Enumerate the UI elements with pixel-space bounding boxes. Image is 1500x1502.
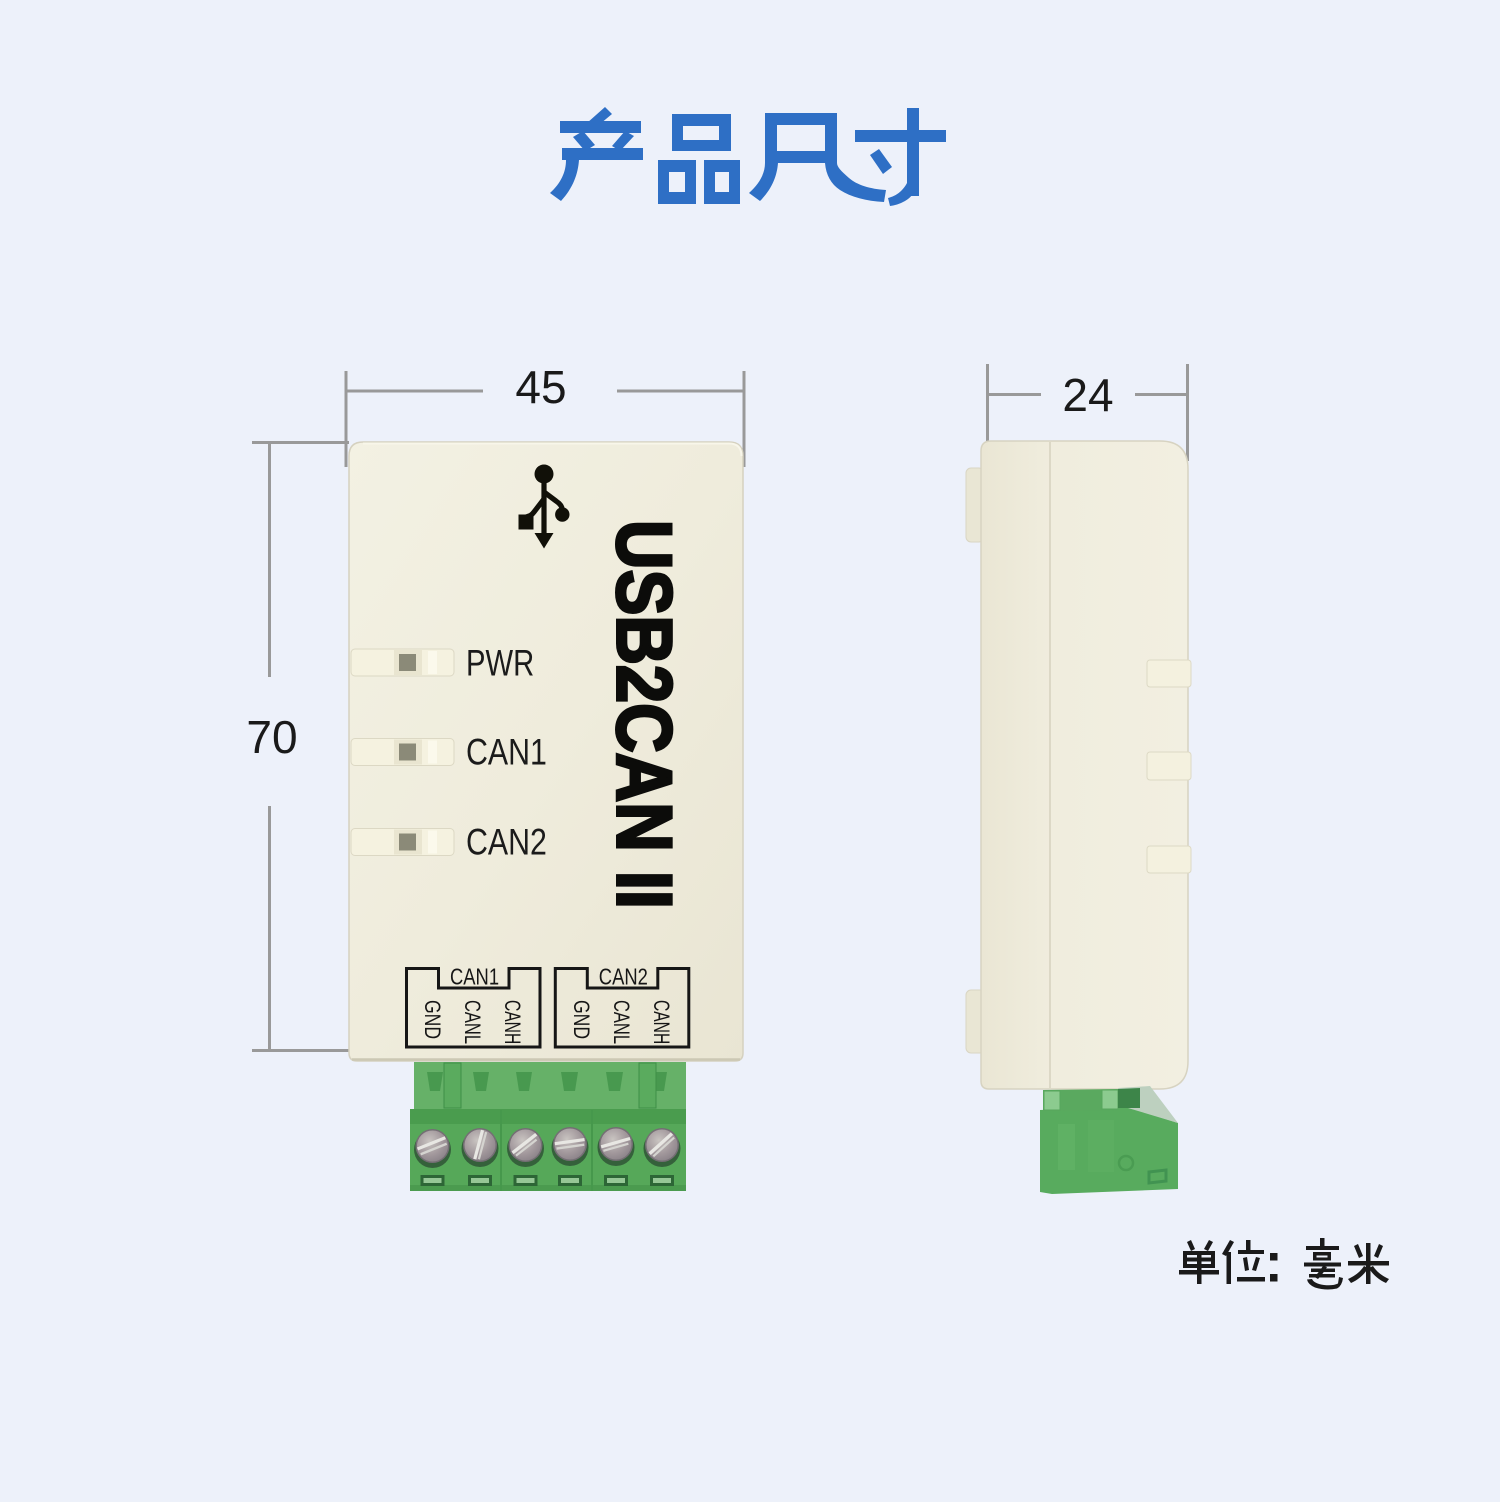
svg-text:CANL: CANL xyxy=(608,1000,633,1044)
svg-text:CANH: CANH xyxy=(499,1000,523,1044)
svg-text:45: 45 xyxy=(515,361,566,413)
svg-text:70: 70 xyxy=(246,711,297,763)
svg-text:PWR: PWR xyxy=(466,643,534,684)
svg-text:CAN2: CAN2 xyxy=(599,965,648,990)
svg-text:CAN2: CAN2 xyxy=(466,822,547,864)
svg-text:CANH: CANH xyxy=(648,1000,672,1044)
svg-text:USB2CAN II: USB2CAN II xyxy=(601,520,689,909)
svg-text:GND: GND xyxy=(568,1000,592,1039)
svg-text:CANL: CANL xyxy=(459,1000,484,1044)
svg-text:CAN1: CAN1 xyxy=(466,732,547,774)
svg-text:CAN1: CAN1 xyxy=(450,965,499,990)
svg-text:24: 24 xyxy=(1062,369,1113,421)
svg-text:GND: GND xyxy=(419,1000,443,1039)
